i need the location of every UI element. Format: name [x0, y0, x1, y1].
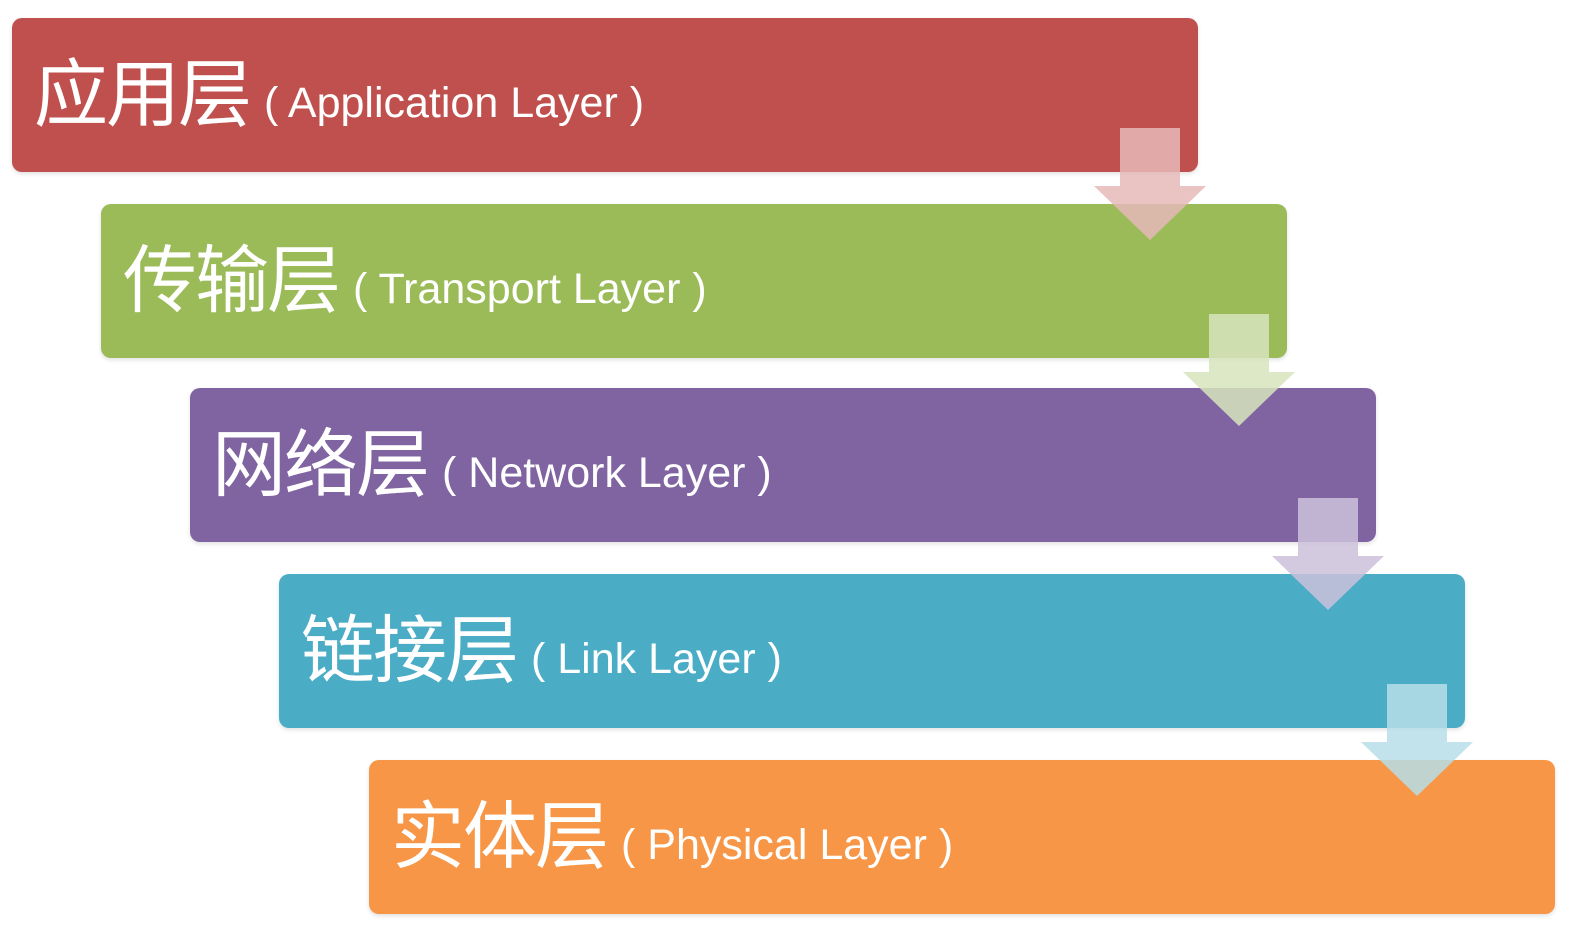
layer-network: 网络层 ( Network Layer ): [190, 388, 1376, 542]
layer-name-en: ( Network Layer ): [442, 448, 772, 497]
layer-link: 链接层 ( Link Layer ): [279, 574, 1465, 728]
layer-name-cn: 实体层: [391, 794, 609, 880]
down-arrow-icon: [1183, 314, 1295, 426]
layer-name-cn: 传输层: [123, 238, 341, 324]
layer-name-en: ( Application Layer ): [264, 78, 645, 127]
down-arrow-icon: [1094, 128, 1206, 240]
layer-name-en: ( Link Layer ): [531, 634, 782, 683]
layer-name-en: ( Physical Layer ): [621, 820, 954, 869]
layer-name-cn: 链接层: [301, 608, 519, 694]
layer-transport: 传输层 ( Transport Layer ): [101, 204, 1287, 358]
down-arrow-icon: [1361, 684, 1473, 796]
layer-name-cn: 应用层: [34, 52, 252, 138]
layer-name-cn: 网络层: [212, 422, 430, 508]
down-arrow-icon: [1272, 498, 1384, 610]
layer-physical: 实体层 ( Physical Layer ): [369, 760, 1555, 914]
layer-name-en: ( Transport Layer ): [353, 264, 707, 313]
layer-application: 应用层 ( Application Layer ): [12, 18, 1198, 172]
